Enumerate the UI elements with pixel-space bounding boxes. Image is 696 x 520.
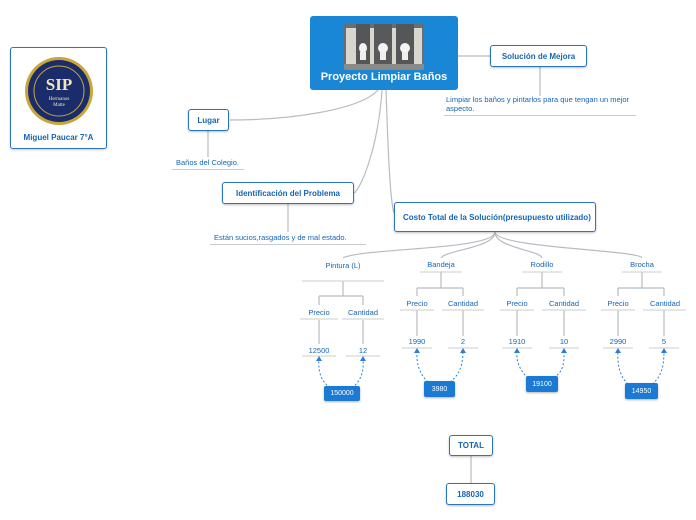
link-bandeja xyxy=(441,232,495,258)
result-box[interactable]: 3980 xyxy=(424,381,455,397)
svg-text:Hermanos: Hermanos xyxy=(49,97,70,102)
divider xyxy=(172,169,244,170)
price-value: 2990 xyxy=(599,337,637,346)
total-label: TOTAL xyxy=(458,441,484,450)
arrow-brocha xyxy=(618,350,664,384)
link-rodillo xyxy=(495,232,542,258)
note-lugar: Baños del Colegio. xyxy=(176,158,256,167)
topic-label: Identificación del Problema xyxy=(236,189,340,198)
column-price: Precio xyxy=(300,308,338,317)
result-box[interactable]: 150000 xyxy=(324,386,360,401)
total-value-box[interactable]: 188030 xyxy=(446,483,495,505)
result-box[interactable]: 19100 xyxy=(526,376,558,392)
qty-value: 5 xyxy=(645,337,683,346)
link-bandeja-vals xyxy=(417,310,463,336)
material-name: Brocha xyxy=(622,260,662,269)
price-value: 1990 xyxy=(398,337,436,346)
link-pintura-vals xyxy=(319,320,363,344)
material-name: Rodillo xyxy=(522,260,562,269)
topic-label: Lugar xyxy=(197,116,219,125)
school-seal-logo: SIP Hermanos Matte xyxy=(24,56,94,126)
price-value: 12500 xyxy=(300,346,338,355)
link-brocha xyxy=(495,232,642,258)
link-pintura-cols xyxy=(319,281,363,305)
link-bandeja-cols xyxy=(417,272,463,296)
total-value: 188030 xyxy=(457,490,484,499)
column-qty: Cantidad xyxy=(541,299,587,308)
topic-label: Solución de Mejora xyxy=(502,52,575,61)
topic-label: Costo Total de la Solución(presupuesto u… xyxy=(403,213,591,222)
link-brocha-vals xyxy=(618,310,664,336)
arrow-pintura xyxy=(319,358,363,388)
price-value: 1910 xyxy=(498,337,536,346)
qty-value: 10 xyxy=(545,337,583,346)
column-price: Precio xyxy=(498,299,536,308)
arrow-bandeja xyxy=(417,350,463,382)
central-title: Proyecto Limpiar Baños xyxy=(310,71,458,83)
link-rodillo-cols xyxy=(517,272,564,296)
topic-identificacion-problema[interactable]: Identificación del Problema xyxy=(222,182,354,204)
student-name: Miguel Paucar 7°A xyxy=(11,133,106,142)
column-qty: Cantidad xyxy=(642,299,688,308)
link-problema xyxy=(354,90,382,193)
note-solucion-mejora: Limpiar los baños y pintarlos para que t… xyxy=(446,95,634,113)
restroom-photo xyxy=(344,24,424,70)
qty-value: 12 xyxy=(344,346,382,355)
link-rodillo-vals xyxy=(517,310,564,336)
divider xyxy=(210,244,366,245)
material-name: Bandeja xyxy=(421,260,461,269)
school-card[interactable]: SIP Hermanos Matte Miguel Paucar 7°A xyxy=(10,47,107,149)
link-costo xyxy=(386,90,394,213)
svg-text:SIP: SIP xyxy=(46,75,72,94)
material-name: Pintura (L) xyxy=(323,261,363,270)
column-qty: Cantidad xyxy=(440,299,486,308)
central-topic[interactable]: Proyecto Limpiar Baños xyxy=(310,16,458,90)
column-qty: Cantidad xyxy=(340,308,386,317)
link-brocha-cols xyxy=(618,272,664,296)
column-price: Precio xyxy=(599,299,637,308)
topic-costo-total[interactable]: Costo Total de la Solución(presupuesto u… xyxy=(394,202,596,232)
svg-text:Matte: Matte xyxy=(53,103,65,108)
link-lugar xyxy=(230,90,378,120)
arrow-rodillo xyxy=(517,350,564,378)
result-box[interactable]: 14950 xyxy=(625,383,658,399)
topic-lugar[interactable]: Lugar xyxy=(188,109,229,131)
divider xyxy=(444,115,636,116)
note-identificacion-problema: Están sucios,rasgados y de mal estado. xyxy=(214,233,374,242)
qty-value: 2 xyxy=(444,337,482,346)
topic-solucion-mejora[interactable]: Solución de Mejora xyxy=(490,45,587,67)
total-label-box[interactable]: TOTAL xyxy=(449,435,493,456)
column-price: Precio xyxy=(398,299,436,308)
